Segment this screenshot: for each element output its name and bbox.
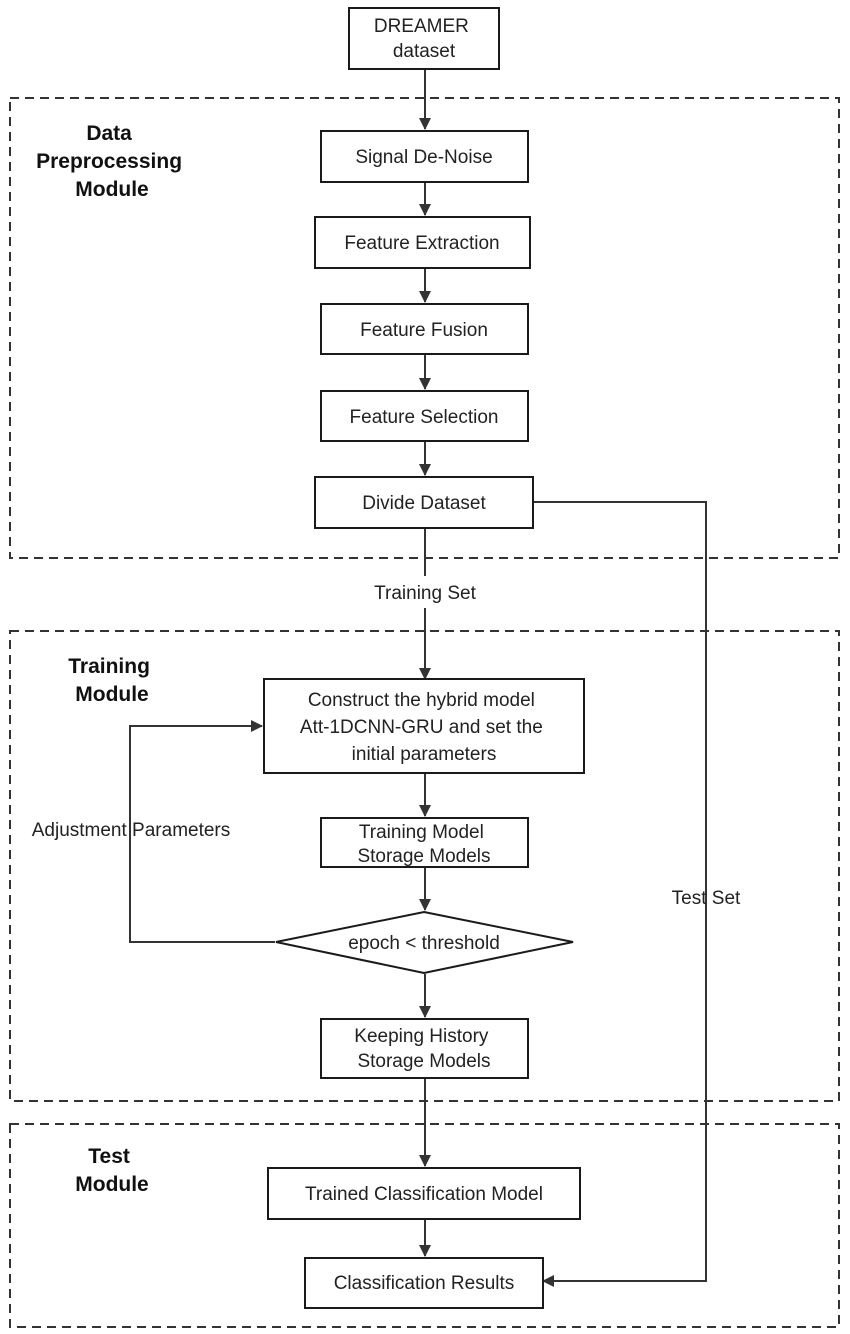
- svg-text:Signal De-Noise: Signal De-Noise: [355, 147, 492, 168]
- feature-extraction-label: Feature Extraction: [344, 233, 499, 254]
- svg-text:Construct the hybrid model: Construct the hybrid model Att-1DCNN-GRU…: [300, 690, 548, 765]
- test-module-title: Test Module: [75, 1145, 149, 1196]
- svg-text:Feature Selection: Feature Selection: [350, 407, 499, 428]
- training-module-title: Training Module: [68, 655, 156, 706]
- keeping-history-line-2: Storage Models: [357, 1051, 490, 1072]
- construct-line-2: Att-1DCNN-GRU and set the: [300, 717, 543, 738]
- training-model-line-1: Training Model: [359, 822, 484, 843]
- svg-text:Classification Results: Classification Results: [334, 1273, 515, 1294]
- dataset-node: DREAMER dataset: [348, 7, 500, 70]
- construct-line-3: initial parameters: [352, 744, 497, 765]
- training-model-line-2: Storage Models: [357, 846, 490, 867]
- adjustment-parameters-label: Adjustment Parameters: [32, 820, 231, 841]
- svg-text:Divide Dataset: Divide Dataset: [362, 493, 486, 514]
- test-title-line-1: Test: [88, 1145, 130, 1168]
- dataset-line-2: dataset: [393, 41, 456, 62]
- training-set-label: Training Set: [374, 583, 476, 604]
- signal-denoise-node: Signal De-Noise: [320, 130, 529, 183]
- divide-dataset-label: Divide Dataset: [362, 493, 486, 514]
- classification-results-label: Classification Results: [334, 1273, 515, 1294]
- construct-model-node: Construct the hybrid model Att-1DCNN-GRU…: [263, 678, 585, 774]
- feature-fusion-label: Feature Fusion: [360, 320, 488, 341]
- epoch-threshold-decision: epoch < threshold: [275, 910, 574, 975]
- svg-text:epoch < threshold: epoch < threshold: [348, 933, 500, 954]
- svg-text:Feature Extraction: Feature Extraction: [344, 233, 499, 254]
- test-title-line-2: Module: [75, 1173, 149, 1196]
- construct-line-1: Construct the hybrid model: [308, 690, 535, 711]
- decision-label: epoch < threshold: [348, 933, 500, 954]
- feature-extraction-node: Feature Extraction: [314, 216, 531, 269]
- preprocessing-module-title: Data Preprocessing Module: [36, 122, 188, 201]
- feature-fusion-node: Feature Fusion: [320, 303, 529, 355]
- preprocessing-title-line-1: Data: [86, 122, 132, 145]
- keeping-history-line-1: Keeping History: [354, 1026, 489, 1047]
- preprocessing-title-line-3: Module: [75, 178, 149, 201]
- divide-dataset-node: Divide Dataset: [314, 476, 534, 529]
- keeping-history-node: Keeping History Storage Models: [320, 1018, 529, 1079]
- classification-results-node: Classification Results: [304, 1257, 544, 1309]
- svg-text:Feature Fusion: Feature Fusion: [360, 320, 488, 341]
- preprocessing-title-line-2: Preprocessing: [36, 150, 182, 173]
- svg-text:Training Model Storage M: Training Model Storage Models: [357, 822, 490, 867]
- training-title-line-2: Module: [75, 683, 149, 706]
- dataset-line-1: DREAMER: [374, 16, 469, 37]
- svg-text:Keeping History Storage: Keeping History Storage Models: [354, 1026, 493, 1072]
- trained-model-label: Trained Classification Model: [305, 1184, 543, 1205]
- test-module-frame: [9, 1123, 840, 1328]
- feature-selection-label: Feature Selection: [350, 407, 499, 428]
- arrow-test-set-path: [533, 501, 707, 1287]
- feature-selection-node: Feature Selection: [320, 390, 529, 442]
- signal-denoise-label: Signal De-Noise: [355, 147, 492, 168]
- training-title-line-1: Training: [68, 655, 150, 678]
- trained-model-node: Trained Classification Model: [267, 1167, 581, 1220]
- test-set-label: Test Set: [672, 888, 741, 909]
- svg-text:Trained Classification Model: Trained Classification Model: [305, 1184, 543, 1205]
- arrow-adjustment-loop: [129, 720, 275, 943]
- training-model-node: Training Model Storage Models: [320, 817, 529, 868]
- svg-text:DREAMER dataset: DREAMER dataset: [374, 16, 474, 62]
